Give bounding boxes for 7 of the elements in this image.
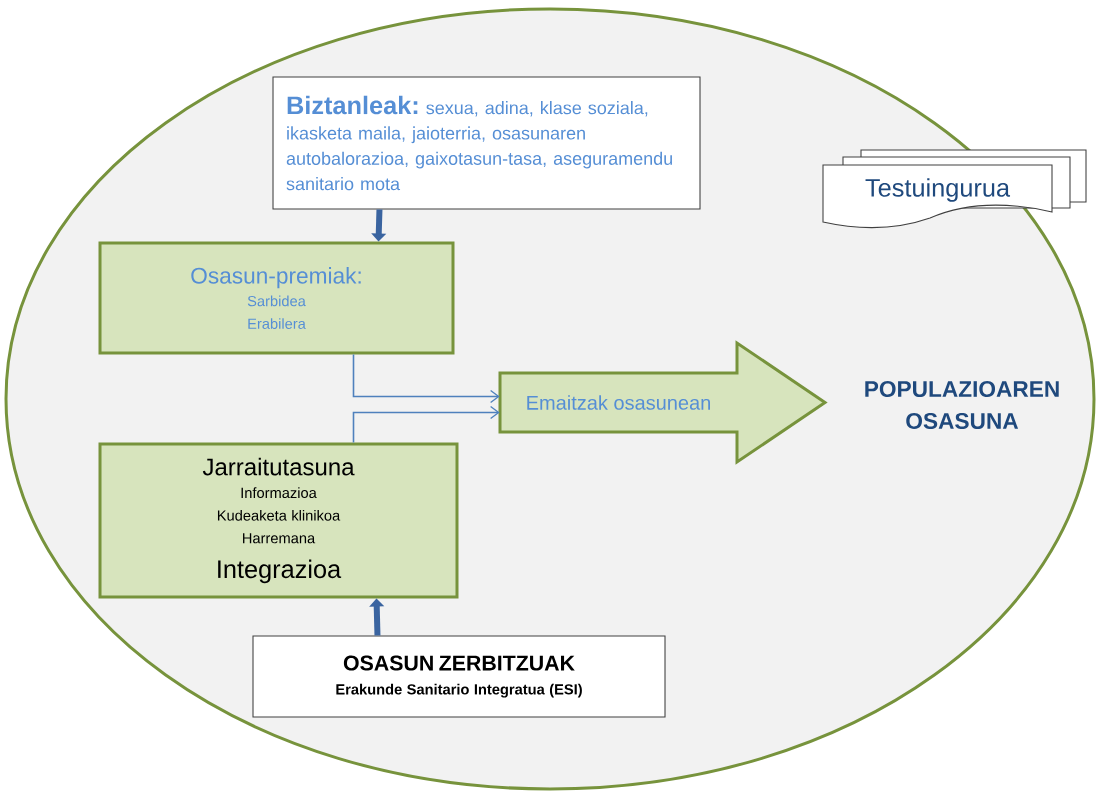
services-box: OSASUN ZERBITZUAK Erakunde Sanitario Integratua (ESI) bbox=[252, 635, 666, 718]
continuity-box: Jarraitutasuna Informazioa Kudeaketa klinikoa Harremana Integrazioa bbox=[98, 442, 459, 599]
connector-arrow bbox=[352, 405, 500, 444]
needs-box: Osasun-premiak: Sarbidea Erabilera bbox=[98, 241, 455, 355]
document-stack: Testuingurua bbox=[822, 149, 1087, 229]
connector-arrow bbox=[352, 353, 500, 404]
population-box: Biztanleak: sexua, adina, klase soziala, ikasketa maila, jaioterria, osasunaren autobalorazioa, gaixotasun-tasa, aseguramendu sanitario mota bbox=[272, 76, 701, 210]
